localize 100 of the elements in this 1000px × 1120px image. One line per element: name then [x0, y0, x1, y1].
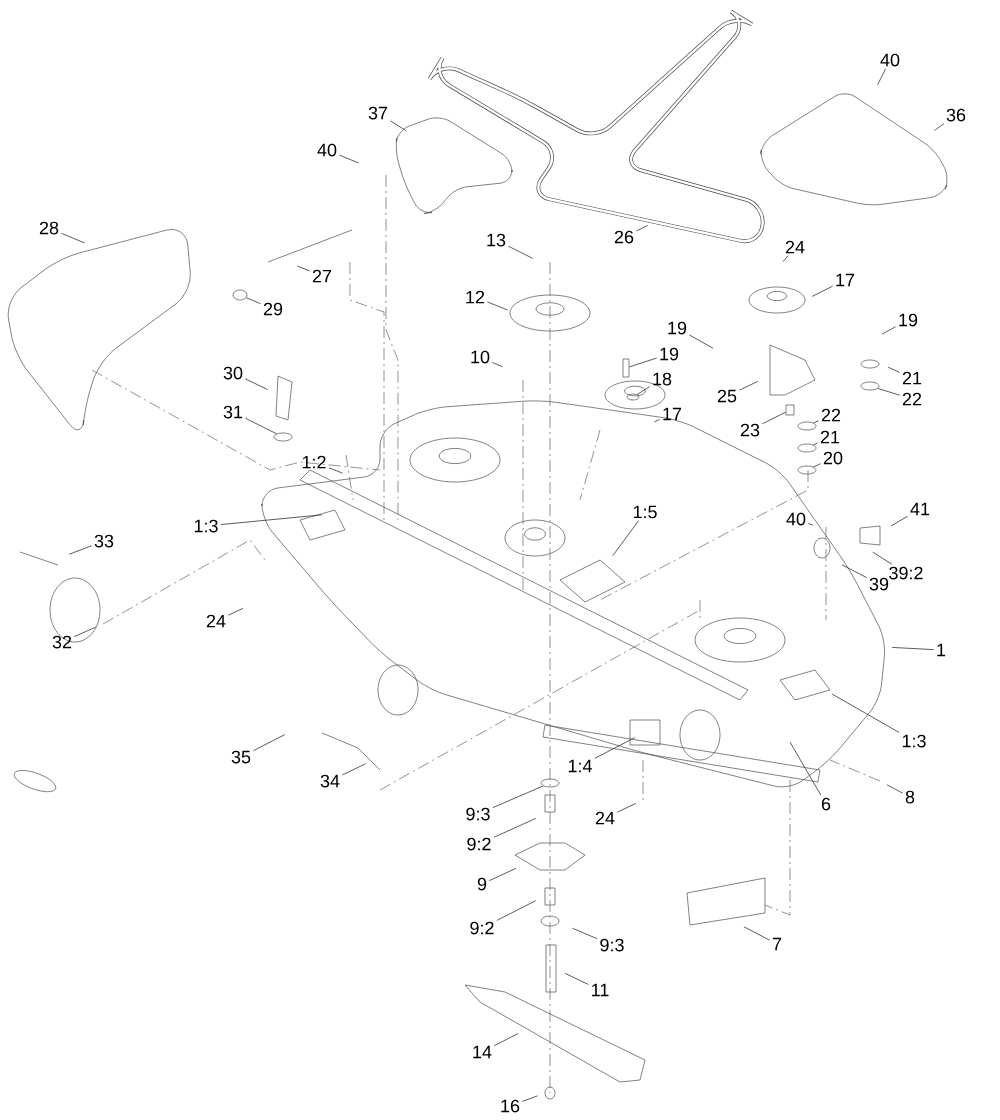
callout-number: 23 — [740, 423, 760, 437]
leader-line — [496, 900, 537, 921]
callout-number: 26 — [614, 230, 634, 244]
callout-number: 1:4 — [568, 759, 592, 773]
leader-line — [328, 467, 343, 474]
leader-line — [69, 545, 93, 555]
callout-number: 32 — [52, 635, 72, 649]
leader-line — [244, 378, 269, 390]
bearing — [540, 778, 560, 788]
leader-line — [492, 785, 544, 808]
leader-line — [616, 803, 637, 813]
leader-line — [877, 68, 887, 86]
callout-number: 14 — [473, 1045, 492, 1059]
callout-number: 9:2 — [470, 921, 494, 935]
callout-number: 24 — [595, 811, 615, 825]
callout-number: 9:2 — [467, 837, 491, 851]
leader-line — [227, 608, 244, 616]
leader-line — [564, 973, 589, 985]
callout-number: 39 — [869, 577, 889, 591]
callout-number: 7 — [772, 937, 782, 951]
callout-number: 31 — [223, 405, 243, 419]
washer — [626, 393, 640, 401]
leader-line — [628, 357, 658, 368]
callout-number: 19 — [668, 321, 687, 335]
leader-line — [891, 647, 935, 650]
leader-line — [877, 388, 901, 396]
callout-number: 1:2 — [302, 455, 326, 469]
leader-line — [244, 417, 278, 435]
leader-line — [612, 520, 640, 556]
callout-number: 1:5 — [633, 505, 657, 519]
leader-line — [220, 514, 323, 525]
callout-number: 22 — [821, 408, 841, 422]
nut — [273, 432, 293, 442]
callout-number: 9:3 — [466, 807, 490, 821]
leader-line — [841, 564, 868, 578]
leader-line — [341, 763, 367, 776]
leader-line — [245, 297, 262, 305]
leader-line — [886, 784, 904, 794]
callout-number: 40 — [880, 53, 900, 67]
leader-line — [635, 225, 649, 232]
callout-number: 12 — [466, 290, 485, 304]
leader-line — [486, 301, 508, 311]
leader-line — [738, 381, 759, 391]
leader-line — [813, 420, 820, 424]
leader-line — [594, 737, 636, 759]
bolt — [622, 358, 630, 378]
leader-line — [389, 120, 407, 132]
callout-number: 41 — [910, 502, 930, 516]
callout-number: 28 — [39, 221, 59, 235]
callout-number: 1:3 — [194, 519, 218, 533]
leader-line — [688, 334, 714, 349]
leader-line — [811, 285, 834, 297]
leader-line — [789, 741, 822, 796]
callout-number: 11 — [592, 983, 609, 997]
leader-line — [252, 734, 286, 752]
leader-line — [636, 386, 651, 395]
leader-line — [521, 1095, 538, 1102]
callout-number: 16 — [501, 1099, 520, 1113]
washer — [797, 443, 817, 453]
callout-number: 17 — [836, 273, 855, 287]
washer — [860, 381, 880, 391]
callout-number: 40 — [786, 512, 806, 526]
callout-number: 40 — [317, 143, 337, 157]
leader-line — [60, 232, 85, 244]
callout-number: 33 — [94, 534, 114, 548]
leader-line — [887, 366, 901, 373]
leader-line — [743, 926, 771, 941]
leader-line — [493, 818, 537, 838]
leader-line — [813, 463, 822, 468]
leader-line — [890, 515, 909, 527]
leader-line — [782, 255, 789, 263]
leader-line — [493, 1033, 519, 1047]
callout-number: 29 — [263, 302, 283, 316]
callout-number: 19 — [660, 347, 679, 361]
callout-number: 18 — [653, 372, 672, 386]
callout-number: 24 — [206, 614, 226, 628]
callout-number: 1 — [937, 643, 946, 657]
callout-number: 8 — [905, 790, 915, 804]
callout-number: 9:3 — [600, 938, 624, 952]
washer — [797, 465, 817, 475]
callout-number: 13 — [487, 233, 506, 247]
spring — [232, 289, 248, 301]
leader-line — [297, 265, 311, 272]
leader-line — [872, 551, 893, 565]
callout-number: 25 — [717, 389, 737, 403]
callout-number: 20 — [823, 451, 843, 465]
callout-number: 27 — [312, 269, 332, 283]
callout-number: 17 — [663, 407, 682, 421]
callout-number: 34 — [320, 774, 340, 788]
callout-number: 21 — [902, 371, 922, 385]
callout-number: 21 — [820, 430, 840, 444]
callout-number: 35 — [231, 750, 251, 764]
leader-line — [934, 123, 945, 131]
spacer — [785, 404, 795, 416]
leader-line — [73, 626, 96, 637]
callout-number: 6 — [821, 797, 831, 811]
callout-number: 19 — [899, 313, 918, 327]
leader-line — [338, 154, 359, 164]
leader-line — [491, 361, 503, 368]
leader-line — [807, 523, 814, 526]
